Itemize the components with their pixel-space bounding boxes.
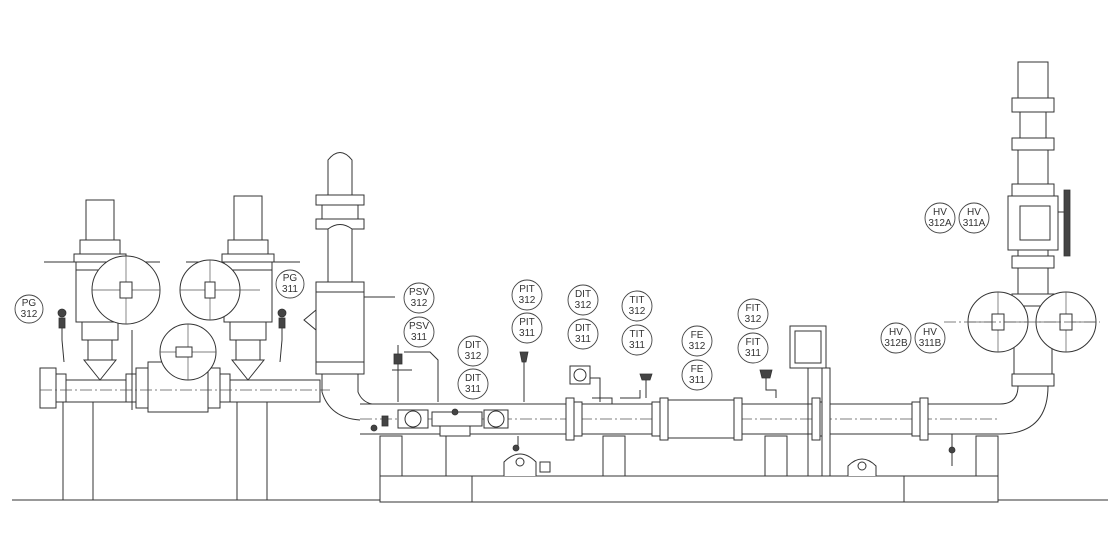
svg-text:PSV: PSV [409,287,429,298]
svg-text:TIT: TIT [630,329,645,340]
tag-dit311-b: DIT 311 [567,318,599,350]
svg-text:HV: HV [967,207,981,218]
svg-text:312A: 312A [928,218,952,229]
tag-dit311-a: DIT 311 [457,368,489,400]
tag-psv311: PSV 311 [403,316,435,348]
tag-hv311a: HV 311A [958,202,990,234]
svg-text:312B: 312B [884,338,908,349]
svg-text:HV: HV [933,207,947,218]
tag-hv311b: HV 311B [914,322,946,354]
svg-text:312: 312 [465,351,482,362]
tag-dit312-a: DIT 312 [457,335,489,367]
svg-text:312: 312 [689,341,706,352]
svg-text:FE: FE [691,364,704,375]
tag-psv312: PSV 312 [403,282,435,314]
svg-text:PIT: PIT [519,284,535,295]
svg-text:DIT: DIT [575,289,591,300]
svg-text:DIT: DIT [465,373,481,384]
instruments [392,345,777,404]
tag-pg312: PG 312 [14,294,44,324]
center-riser [303,152,395,421]
tag-dit312-b: DIT 312 [567,284,599,316]
tag-pit311: PIT 311 [511,312,543,344]
svg-text:311: 311 [745,348,761,359]
svg-text:312: 312 [519,295,536,306]
svg-text:311: 311 [629,340,645,351]
svg-text:311: 311 [411,332,427,343]
svg-text:311: 311 [282,284,298,295]
svg-text:TIT: TIT [630,295,645,306]
svg-text:FIT: FIT [746,303,761,314]
svg-text:FE: FE [691,330,704,341]
tag-fit312: FIT 312 [737,298,769,330]
svg-text:PG: PG [22,298,37,309]
tag-fe312: FE 312 [681,325,713,357]
svg-text:312: 312 [745,314,762,325]
svg-text:PIT: PIT [519,317,535,328]
tag-bubbles: PG 312 PG 311 PSV 312 PSV 311 DIT 312 [14,202,990,400]
svg-text:PG: PG [283,273,298,284]
svg-text:HV: HV [923,327,937,338]
tag-fit311: FIT 311 [737,332,769,364]
tag-pg311: PG 311 [275,269,305,299]
svg-text:311: 311 [689,375,705,386]
svg-text:HV: HV [889,327,903,338]
svg-text:311: 311 [519,328,535,339]
svg-text:DIT: DIT [575,323,591,334]
svg-text:312: 312 [21,309,38,320]
tag-pit312: PIT 312 [511,279,543,311]
skid-base [379,325,999,503]
svg-text:312: 312 [629,306,646,317]
svg-text:311: 311 [465,384,481,395]
svg-text:311A: 311A [963,218,986,229]
svg-text:PSV: PSV [409,321,429,332]
svg-text:FIT: FIT [746,337,761,348]
tag-fe311: FE 311 [681,359,713,391]
tag-hv312a: HV 312A [924,202,956,234]
svg-text:DIT: DIT [465,340,481,351]
svg-text:312: 312 [411,298,428,309]
right-riser [944,61,1100,435]
tag-tit312: TIT 312 [621,290,653,322]
svg-text:312: 312 [575,300,592,311]
main-pipe-run [360,397,1000,441]
left-manifold [39,195,330,501]
svg-text:311B: 311B [919,338,942,349]
svg-text:311: 311 [575,334,591,345]
tag-hv312b: HV 312B [880,322,912,354]
tag-tit311: TIT 311 [621,324,653,356]
